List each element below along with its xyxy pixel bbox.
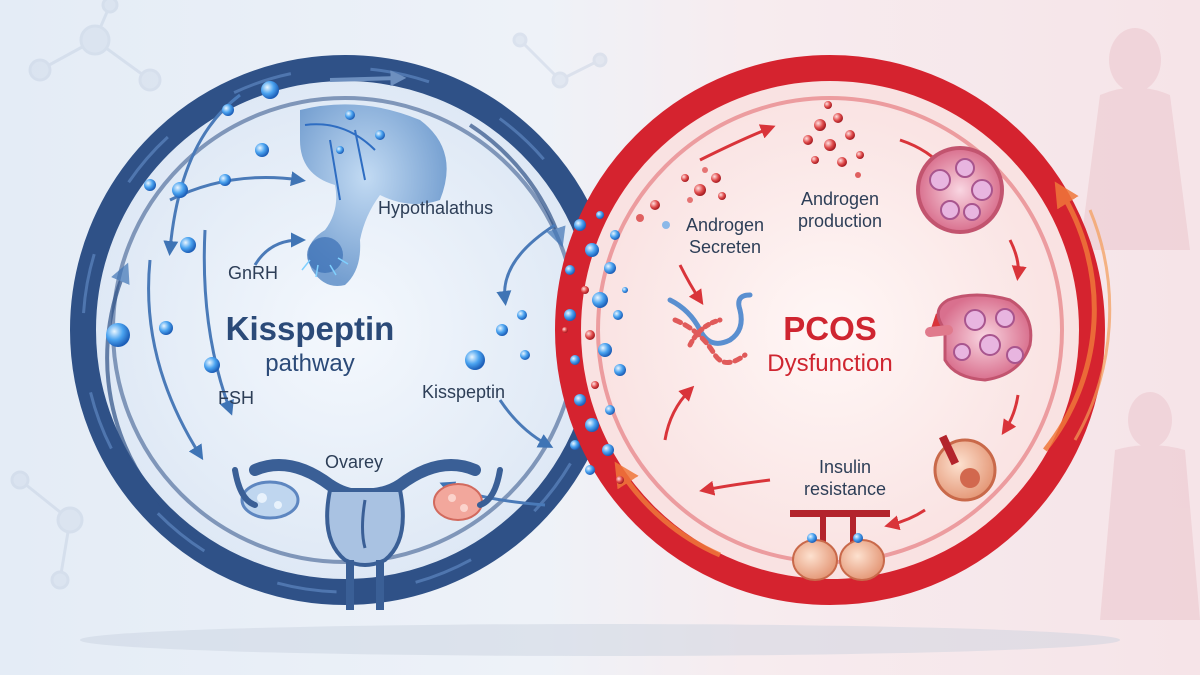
polycystic-ovary-illustrations xyxy=(916,146,1033,382)
protein-chain-illustration xyxy=(667,292,753,365)
androgen-production-label-line2: production xyxy=(797,211,883,231)
fsh-label: FSH xyxy=(218,388,254,408)
background-molecules xyxy=(10,0,608,590)
kisspeptin-pathway-circle xyxy=(70,55,620,605)
insulin-resistance-label: Insulin resistance xyxy=(790,456,900,500)
androgen-secretion-label: Androgen Secreten xyxy=(670,214,780,258)
gnrh-label: GnRH xyxy=(228,263,279,283)
androgen-secretion-label-line2: Secreten xyxy=(688,237,762,257)
androgen-production-label-line1: Androgen xyxy=(800,189,880,209)
kisspeptin-molecules xyxy=(106,81,530,373)
androgen-particles xyxy=(636,101,864,229)
insulin-resistance-illustration xyxy=(790,434,997,581)
overlap-molecule-stream xyxy=(562,211,628,484)
insulin-resistance-label-line1: Insulin xyxy=(818,457,872,477)
hypothalamus-label: Hypothalathus xyxy=(378,198,494,218)
kisspeptin-label: Kisspeptin xyxy=(422,382,506,402)
ovary-illustration xyxy=(232,459,503,610)
pcos-title: PCOS xyxy=(783,310,877,347)
pcos-subtitle: Dysfunction xyxy=(767,350,893,377)
androgen-secretion-label-line1: Androgen xyxy=(685,215,765,235)
kisspeptin-pathway-title: Kisspeptin xyxy=(225,310,395,347)
androgen-production-label: Androgen production xyxy=(780,188,900,232)
background-silhouettes xyxy=(1080,28,1200,620)
insulin-resistance-label-line2: resistance xyxy=(803,479,887,499)
kisspeptin-pathway-subtitle: pathway xyxy=(265,350,355,377)
ovary-label: Ovarey xyxy=(325,452,384,472)
